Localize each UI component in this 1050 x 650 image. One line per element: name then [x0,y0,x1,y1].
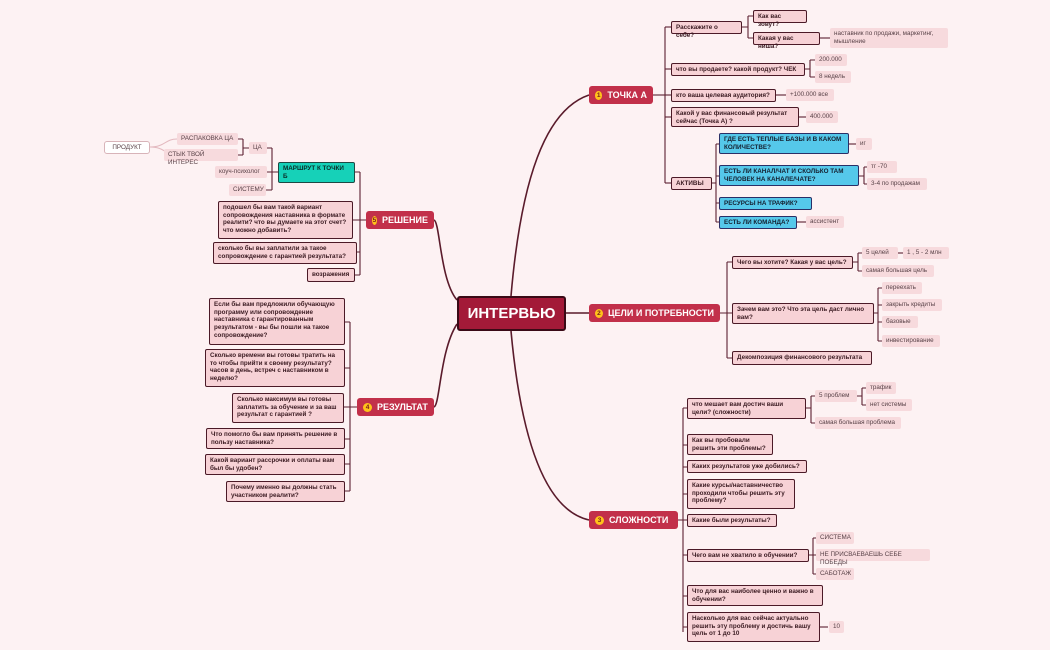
topic-goals[interactable]: 2 ЦЕЛИ И ПОТРЕБНОСТИ [589,304,720,322]
node-niche[interactable]: Какая у вас ниша? [753,32,820,50]
node-warm-bases[interactable]: ГДЕ ЕСТЬ ТЕПЛЫЕ БАЗЫ И В КАКОМ КОЛИЧЕСТВ… [719,133,849,154]
node-5-problems[interactable]: 5 проблем [815,390,857,402]
number-badge: 4 [363,402,372,412]
node-interest[interactable]: СТЫК ТВОЙ ИНТЕРЕС [164,149,238,166]
node-niche-answer[interactable]: наставник по продажи, маркетинг, мышлени… [830,28,948,48]
node-biggest-goal[interactable]: самая большая цель [862,265,934,277]
node-channel[interactable]: ЕСТЬ ЛИ КАНАЛ/ЧАТ И СКОЛЬКО ТАМ ЧЕЛОВЕК … [719,165,859,186]
topic-label: РЕЗУЛЬТАТ [377,402,428,412]
node-financial-answer[interactable]: 400.000 [806,111,838,123]
topic-solution[interactable]: 5 РЕШЕНИЕ [366,211,434,229]
node-product-summary[interactable]: ПРОДУКТ [104,141,150,154]
node-lack-sabotage[interactable]: САБОТАЖ [816,568,854,580]
node-why-2[interactable]: закрыть кредиты [882,299,942,311]
node-warm-answer[interactable]: иг [856,138,872,150]
topic-label: РЕШЕНИЕ [381,215,428,225]
node-channel-a1[interactable]: тг -70 [867,161,897,173]
node-max-pay[interactable]: Сколько максимум вы готовы заплатить за … [232,393,344,423]
node-assets[interactable]: АКТИВЫ [671,177,712,190]
number-badge: 2 [595,308,603,318]
node-relevance[interactable]: Насколько для вас сейчас актуально решит… [687,612,820,642]
node-channel-a2[interactable]: 3-4 по продажам [867,178,927,190]
node-no-system[interactable]: нет системы [866,399,912,411]
node-audience[interactable]: кто ваша целевая аудитория? [671,89,776,102]
node-why-participant[interactable]: Почему именно вы должны стать участником… [226,481,345,502]
node-why-3[interactable]: базовые [882,316,918,328]
node-tried[interactable]: Как вы пробовали решить эти проблемы? [687,434,773,455]
number-badge: 3 [595,515,604,525]
node-biggest-problem[interactable]: самая большая проблема [815,417,901,429]
root-node[interactable]: ИНТЕРВЬЮ [457,296,566,331]
node-lack-victories[interactable]: НЕ ПРИСВАЕВАЕШЬ СЕБЕ ПОБЕДЫ [816,549,930,566]
topic-result[interactable]: 4 РЕЗУЛЬТАТ [357,398,434,416]
number-badge: 5 [372,215,377,225]
node-team-answer[interactable]: ассистент [806,216,844,228]
topic-difficulties[interactable]: 3 СЛОЖНОСТИ [589,511,678,529]
node-why-1[interactable]: переехать [882,282,922,294]
node-traffic[interactable]: РЕСУРСЫ НА ТРАФИК? [719,197,812,210]
topic-point-a[interactable]: 1 ТОЧКА А [589,86,653,104]
node-what-stops[interactable]: что мешает вам достич ваши цели? (сложно… [687,398,806,419]
node-coach[interactable]: коуч-психолог [215,166,267,178]
node-offer-program[interactable]: Если бы вам предложили обучающую програм… [209,298,345,345]
topic-label: СЛОЖНОСТИ [609,515,669,525]
node-5-goals[interactable]: 5 целей [862,247,898,259]
node-system[interactable]: СИСТЕМУ [229,184,266,196]
node-weeks[interactable]: 8 недель [815,71,851,83]
node-decomposition[interactable]: Декомпозиция финансового результата [732,351,872,365]
node-why-4[interactable]: инвестирование [882,335,940,347]
node-courses[interactable]: Какие курсы/наставничество проходили что… [687,479,795,509]
node-why[interactable]: Зачем вам это? Что эта цель даст лично в… [732,303,874,324]
number-badge: 1 [595,90,603,100]
node-audience-answer[interactable]: +100.000 все [786,89,834,101]
node-name[interactable]: Как вас зовут? [753,10,807,28]
node-ca[interactable]: ЦА [249,142,267,154]
node-route[interactable]: МАРШРУТ К ТОЧКИ Б [278,162,355,183]
node-about[interactable]: Расскажите о себе? [671,21,742,39]
node-time-ready[interactable]: Сколько времени вы готовы тратить на то … [205,349,345,387]
node-want[interactable]: Чего вы хотите? Какая у вас цель? [732,256,853,269]
topic-label: ЦЕЛИ И ПОТРЕБНОСТИ [607,308,714,318]
node-financial[interactable]: Какой у вас финансовый результат сейчас … [671,107,799,127]
node-reality-format[interactable]: подошел бы вам такой вариант сопровожден… [218,201,353,239]
node-relevance-answer[interactable]: 10 [829,621,844,633]
node-lacked[interactable]: Чего вам не хватило в обучении? [687,549,809,562]
node-pay-guarantee[interactable]: сколько бы вы заплатили за такое сопрово… [213,242,357,264]
node-product[interactable]: что вы продаете? какой продукт? ЧЕК [671,63,805,76]
node-price[interactable]: 200.000 [815,54,847,66]
node-unpack-ca[interactable]: РАСПАКОВКА ЦА [177,133,238,145]
node-most-valuable[interactable]: Что для вас наиболее ценно и важно в обу… [687,585,823,606]
topic-label: ТОЧКА А [607,90,647,100]
node-traffic-problem[interactable]: трафик [866,382,896,394]
node-installment[interactable]: Какой вариант рассрочки и оплаты вам был… [205,454,345,475]
node-mln[interactable]: 1 , 5 - 2 млн [903,247,949,259]
node-results-achieved[interactable]: Каких результатов уже добились? [687,460,807,473]
node-lack-system[interactable]: СИСТЕМА [816,532,854,544]
node-course-results[interactable]: Какие были результаты? [687,514,777,527]
node-objections[interactable]: возражения [307,268,355,282]
node-team[interactable]: ЕСТЬ ЛИ КОМАНДА? [719,216,797,229]
node-decision-help[interactable]: Что помогло бы вам принять решение в пол… [206,428,345,449]
